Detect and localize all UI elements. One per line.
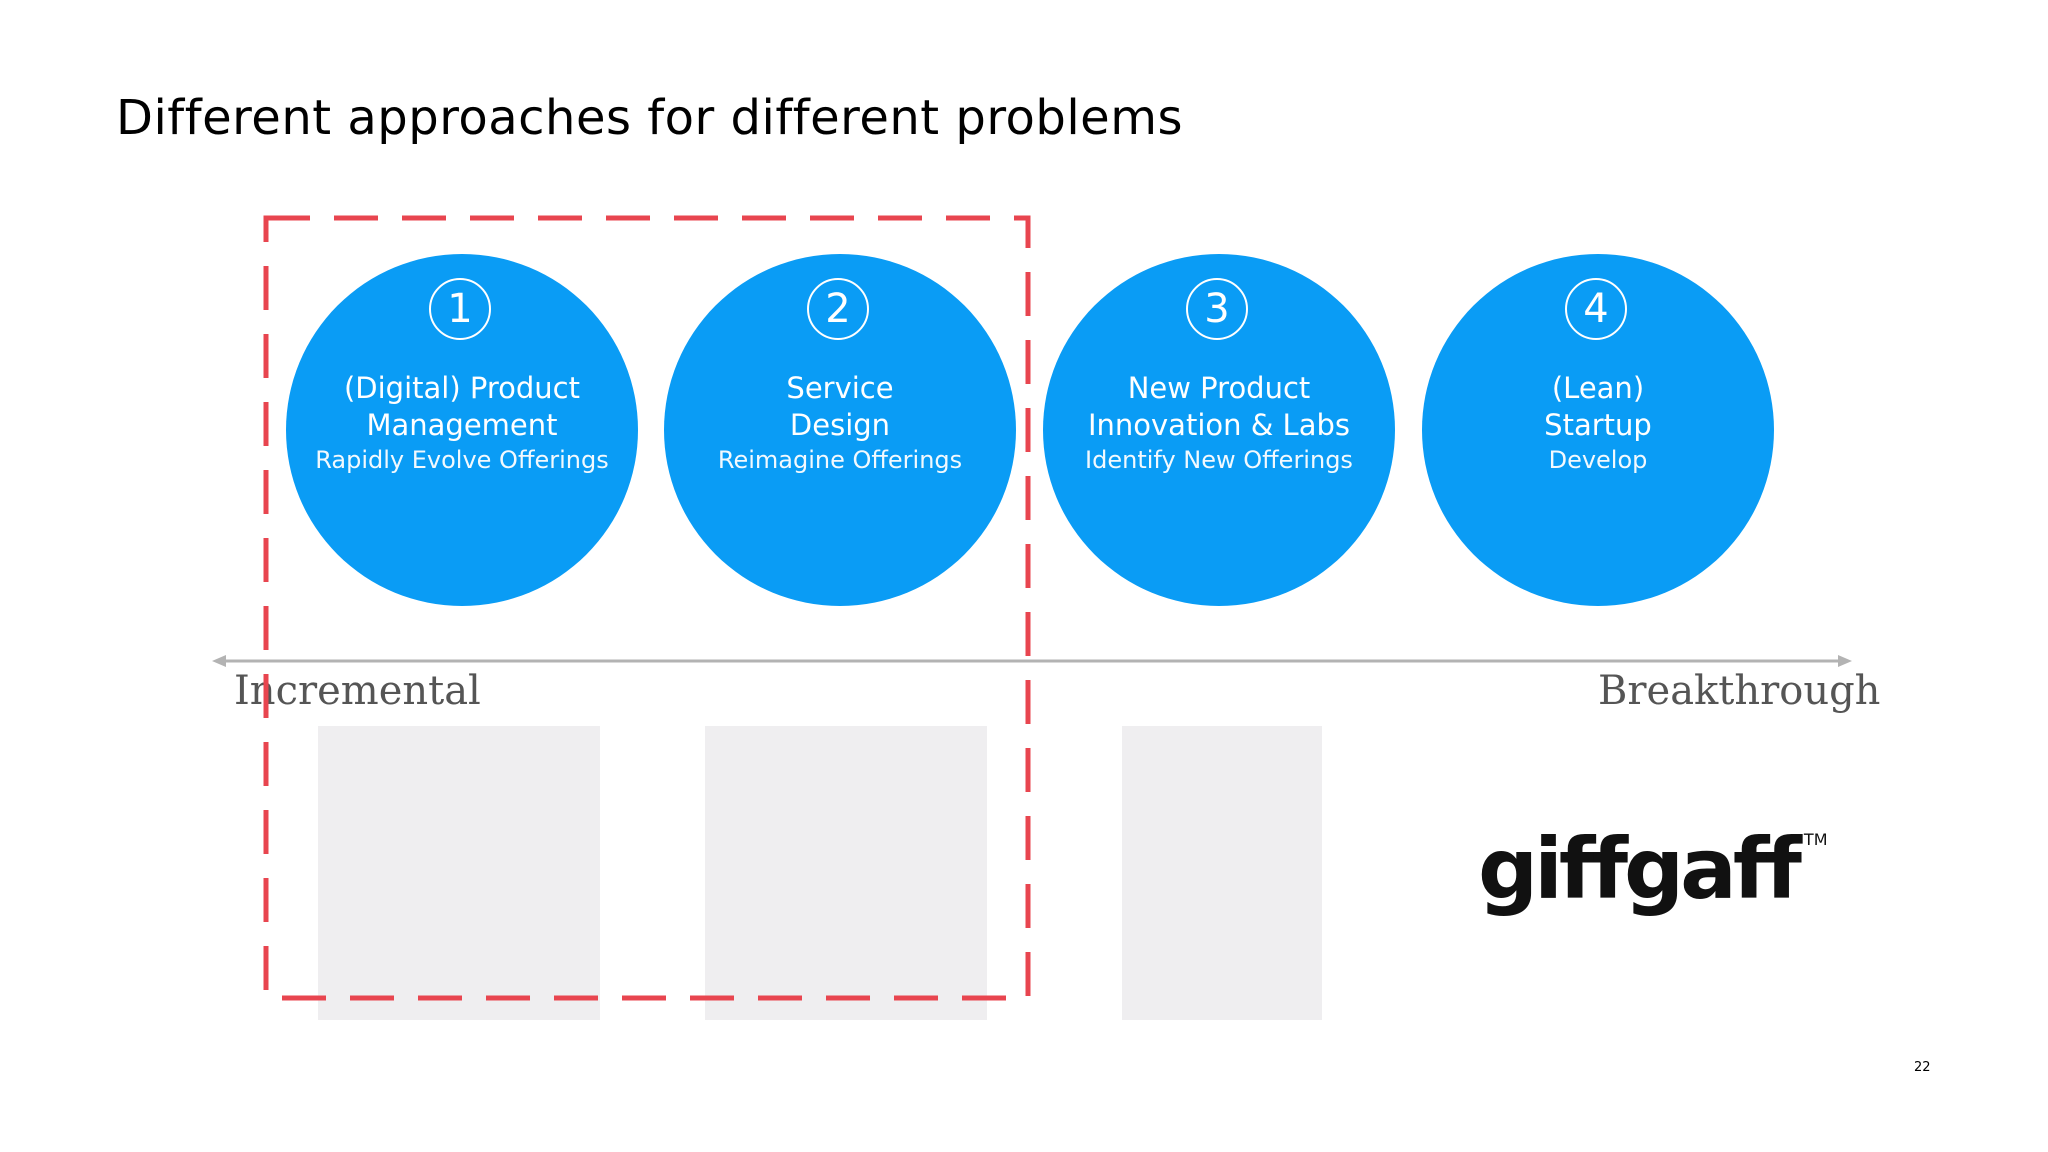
approach-circle-4: 4 (Lean) Startup Develop (1422, 254, 1774, 606)
approach-title: (Lean) Startup (1544, 371, 1652, 442)
image-placeholder-2 (705, 726, 987, 1020)
approach-subtitle: Rapidly Evolve Offerings (315, 446, 609, 474)
approach-circle-3: 3 New Product Innovation & Labs Identify… (1043, 254, 1395, 606)
approach-title: New Product Innovation & Labs (1087, 371, 1351, 442)
axis-right-arrowhead (1838, 655, 1852, 667)
approach-number-badge: 4 (1565, 278, 1627, 340)
incremental-breakthrough-axis (212, 655, 1852, 667)
image-placeholder-3 (1122, 726, 1322, 1020)
highlight-dashed-frame (263, 215, 1031, 1001)
approach-number-badge: 1 (429, 278, 491, 340)
approach-circle-1: 1 (Digital) Product Management Rapidly E… (286, 254, 638, 606)
approach-number-badge: 3 (1186, 278, 1248, 340)
approach-subtitle: Reimagine Offerings (717, 446, 963, 474)
approach-number-badge: 2 (807, 278, 869, 340)
logo-wordmark: giffgaff (1478, 820, 1802, 918)
approach-subtitle: Develop (1548, 446, 1648, 474)
axis-right-label: Breakthrough (1598, 668, 1881, 714)
axis-left-label: Incremental (234, 668, 481, 714)
axis-left-arrowhead (212, 655, 226, 667)
image-placeholder-1 (318, 726, 600, 1020)
approach-circle-2: 2 Service Design Reimagine Offerings (664, 254, 1016, 606)
approach-subtitle: Identify New Offerings (1085, 446, 1353, 474)
approach-title: (Digital) Product Management (343, 371, 580, 442)
logo-trademark: TM (1803, 830, 1828, 849)
slide-title: Different approaches for different probl… (116, 90, 1183, 146)
page-number: 22 (1914, 1060, 1931, 1075)
approach-title: Service Design (786, 371, 894, 442)
